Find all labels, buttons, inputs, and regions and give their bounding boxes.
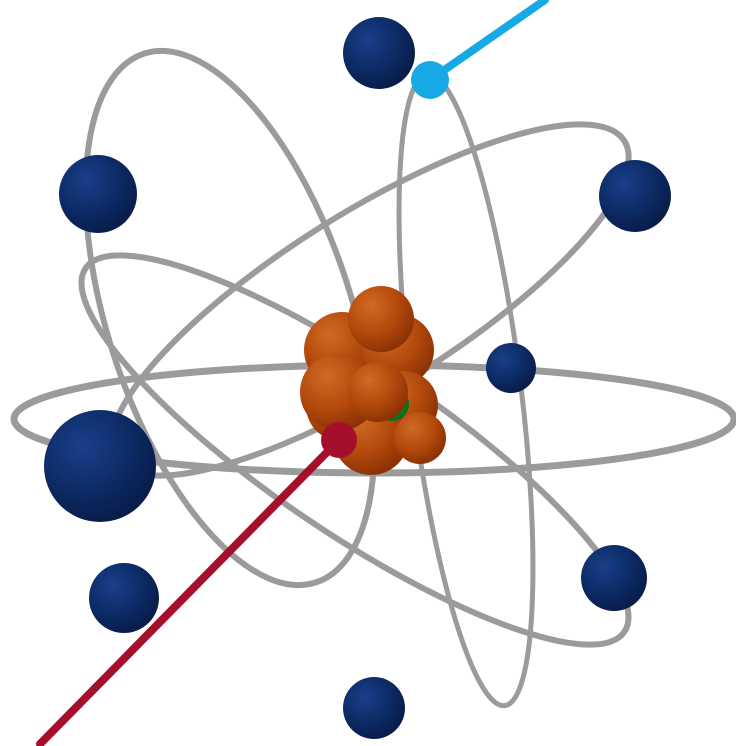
electron-left-large <box>44 410 156 522</box>
electron-upper-left <box>59 155 137 233</box>
pointers <box>40 0 545 744</box>
proton-particle <box>394 412 446 464</box>
proton-particle <box>348 362 408 422</box>
nucleus <box>300 286 446 475</box>
electron-right-hub <box>486 343 536 393</box>
electron-top-right <box>343 17 415 89</box>
pointer-red-dot <box>321 422 357 458</box>
pointer-cyan-dot <box>411 61 449 99</box>
pointer-cyan-line <box>430 0 545 80</box>
electron-left-low <box>89 563 159 633</box>
proton-particle <box>348 286 414 352</box>
electron-bottom <box>343 677 405 739</box>
electron-upper-right-outer <box>599 160 671 232</box>
electron-right-low <box>581 545 647 611</box>
